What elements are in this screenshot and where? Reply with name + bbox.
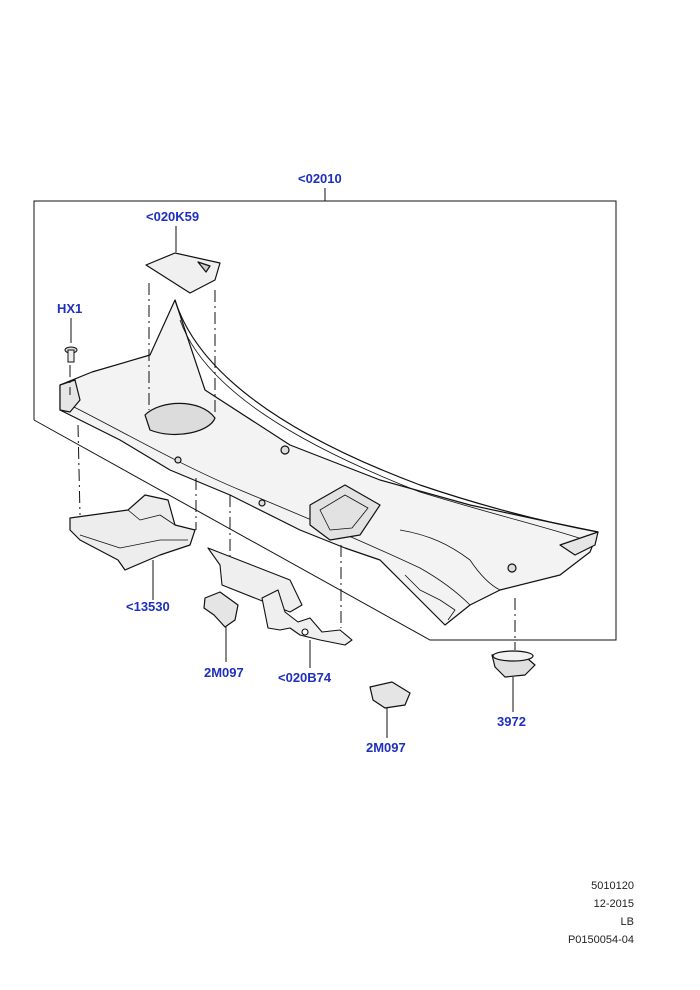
meta-part-code: 5010120 bbox=[591, 880, 634, 892]
callout-clip-right: 2M097 bbox=[366, 740, 406, 755]
clip-left-part bbox=[203, 591, 239, 628]
assembly-lines bbox=[69, 283, 516, 650]
center-bracket-part bbox=[207, 547, 353, 646]
callout-grommet: 3972 bbox=[497, 714, 526, 729]
screw-part bbox=[64, 346, 78, 363]
cover-cap-part bbox=[145, 252, 221, 294]
callout-bracket-center: <020B74 bbox=[278, 670, 332, 685]
callout-assembly: <02010 bbox=[298, 171, 342, 186]
callout-screw: HX1 bbox=[57, 301, 83, 316]
meta-illustration-id: P0150054-04 bbox=[567, 934, 634, 946]
callout-clip-left: 2M097 bbox=[204, 665, 244, 680]
meta-region: LB bbox=[620, 916, 634, 928]
leader-lines bbox=[70, 226, 514, 738]
clip-right-part bbox=[369, 681, 411, 709]
grommet-part bbox=[491, 650, 536, 678]
left-bracket-part bbox=[69, 494, 196, 571]
callout-left-bracket: <13530 bbox=[126, 599, 170, 614]
cowl-panel bbox=[59, 299, 599, 626]
meta-date: 12-2015 bbox=[593, 898, 634, 910]
callout-cover: <020K59 bbox=[146, 209, 200, 224]
assembly-frame bbox=[33, 188, 617, 641]
